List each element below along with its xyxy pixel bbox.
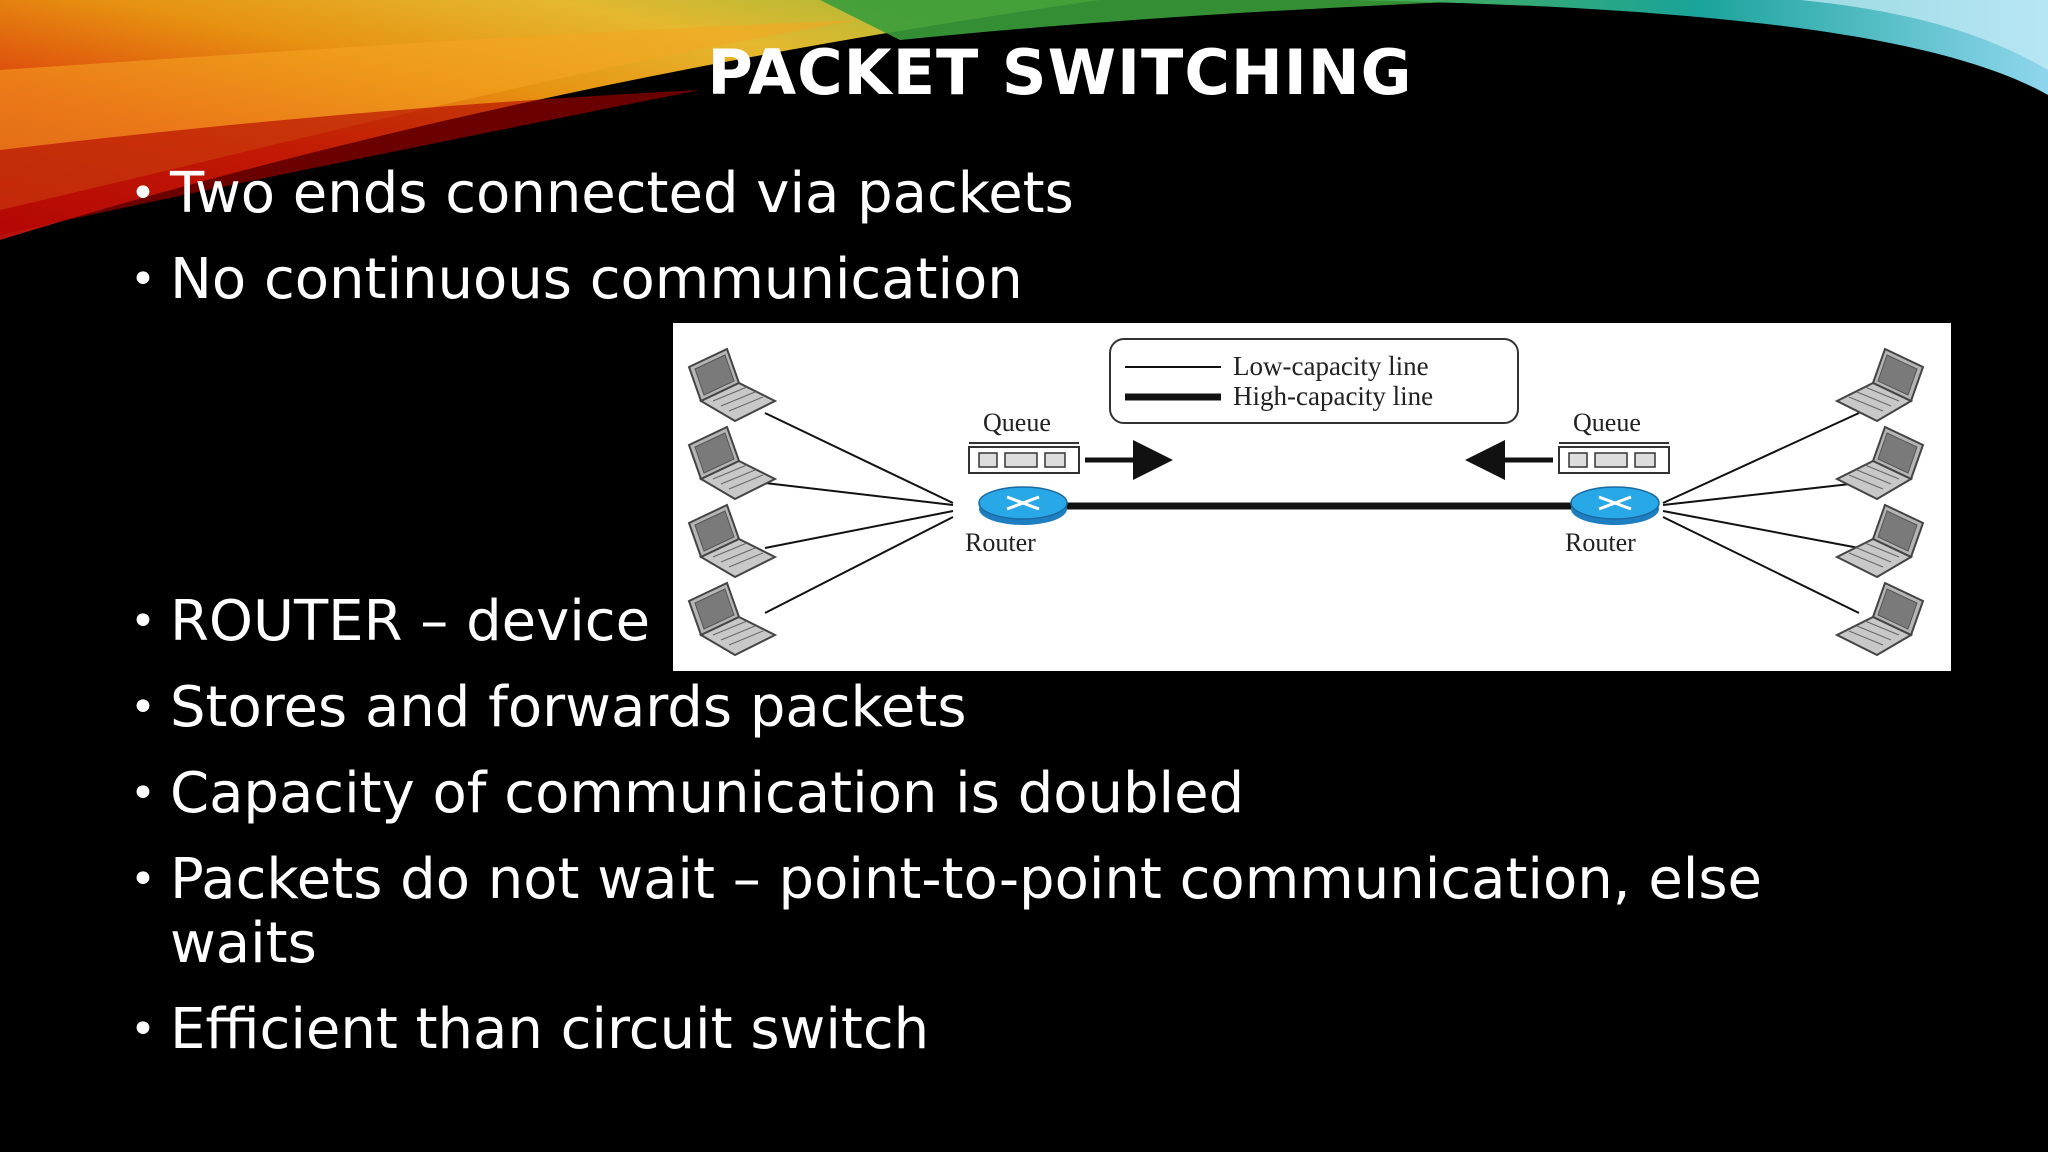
left-host-links bbox=[764, 412, 954, 614]
right-queue-icon bbox=[1558, 442, 1670, 474]
bullet-text: Efficient than circuit switch bbox=[170, 997, 930, 1062]
bullet-text: Packets do not wait – point-to-point com… bbox=[170, 847, 1762, 912]
left-queue-label: Queue bbox=[983, 408, 1051, 437]
router-icon bbox=[978, 486, 1068, 525]
bullet-dot: • bbox=[130, 768, 156, 819]
laptop-icon bbox=[1836, 504, 1924, 578]
bullet-dot: • bbox=[130, 168, 156, 219]
bullet-dot: • bbox=[130, 596, 156, 647]
bullet-dot: • bbox=[130, 1004, 156, 1055]
bullet-text: Stores and forwards packets bbox=[170, 675, 967, 740]
bullet-dot: • bbox=[130, 854, 156, 905]
laptop-icon bbox=[1836, 426, 1924, 500]
left-router-label: Router bbox=[965, 528, 1036, 557]
bullet-text: ROUTER – device bbox=[170, 589, 651, 654]
right-host-links bbox=[1662, 412, 1860, 614]
legend: Low-capacity line High-capacity line bbox=[1109, 338, 1519, 424]
laptop-icon bbox=[688, 348, 776, 422]
bullet-text: Capacity of communication is doubled bbox=[170, 761, 1245, 826]
laptop-icon bbox=[688, 582, 776, 656]
left-queue-icon bbox=[968, 442, 1080, 474]
bullet-text: No continuous communication bbox=[170, 247, 1023, 312]
rainbow-swoosh-decoration bbox=[0, 0, 2048, 240]
diagram-svg: Queue Queue Router Router Low-capacity l… bbox=[688, 338, 1924, 656]
bullet-dot: • bbox=[130, 254, 156, 305]
right-queue-label: Queue bbox=[1573, 408, 1641, 437]
slide-title: PACKET SWITCHING bbox=[707, 36, 1413, 109]
laptop-icon bbox=[688, 426, 776, 500]
laptop-icon bbox=[1836, 582, 1924, 656]
legend-high-capacity: High-capacity line bbox=[1233, 381, 1433, 411]
bullet-text: Two ends connected via packets bbox=[170, 161, 1074, 226]
router-icon bbox=[1570, 486, 1660, 525]
right-router-label: Router bbox=[1565, 528, 1636, 557]
packet-switching-diagram: Queue Queue Router Router Low-capacity l… bbox=[673, 323, 1951, 671]
bullet-text: waits bbox=[170, 911, 317, 976]
legend-low-capacity: Low-capacity line bbox=[1233, 351, 1429, 381]
laptop-icon bbox=[1836, 348, 1924, 422]
laptop-icon bbox=[688, 504, 776, 578]
bullet-dot: • bbox=[130, 682, 156, 733]
